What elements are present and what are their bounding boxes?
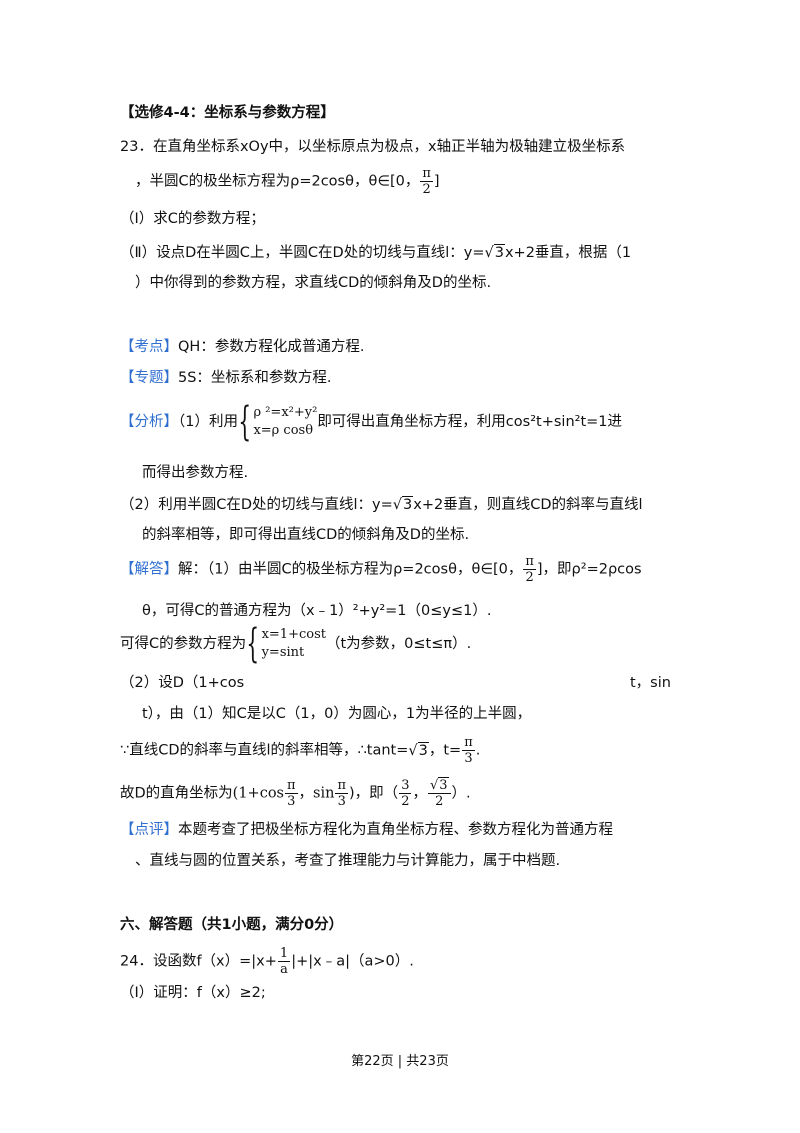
dianping-tag: 【点评】 <box>120 822 178 838</box>
jieda-line2: θ，可得C的普通方程为（x﹣1）²+y²=1（0≤y≤1）. <box>142 603 492 619</box>
q23-part2-line1: （Ⅱ）设点D在半圆C上，半圆C在D处的切线与直线l：y=√3x+2垂直，根据（1 <box>120 244 632 261</box>
fenxi-line3: （2）利用半圆C在D处的切线与直线l：y=√3x+2垂直，则直线CD的斜率与直线… <box>120 496 643 513</box>
q23-part1: （Ⅰ）求C的参数方程； <box>120 211 265 227</box>
jieda-line4a: （2）设D（1+cos <box>120 675 245 691</box>
zhuanti-tag: 【专题】 <box>120 370 178 386</box>
fenxi-line2: 而得出参数方程. <box>142 465 249 481</box>
q24-part1: （Ⅰ）证明：f（x）≥2; <box>120 985 266 1001</box>
section6-title: 六、解答题（共1小题，满分0分） <box>120 917 344 933</box>
sqrt-3: √3 <box>484 244 505 261</box>
sqrt-3: √3 <box>408 741 429 759</box>
jieda-tag: 【解答】 <box>120 561 178 578</box>
dianping-line1: 【点评】本题考查了把极坐标方程化为直角坐标方程、参数方程化为普通方程 <box>120 822 613 838</box>
q23-part2-line2: ）中你得到的参数方程，求直线CD的倾斜角及D的坐标. <box>135 275 492 291</box>
kaodian-line: 【考点】QH：参数方程化成普通方程. <box>120 339 365 355</box>
jieda-line4b: t，sin <box>630 675 671 691</box>
fenxi-tag: 【分析】 <box>120 414 178 430</box>
zhuanti-line: 【专题】5S：坐标系和参数方程. <box>120 370 332 386</box>
q23-line1: 23．在直角坐标系xOy中，以坐标原点为极点，x轴正半轴为极轴建立极坐标系 <box>120 139 626 155</box>
jieda-line5: t），由（1）知C是以C（1，0）为圆心，1为半径的上半圆， <box>142 706 532 722</box>
dianping-line2: 、直线与圆的位置关系，考查了推理能力与计算能力，属于中档题. <box>135 853 561 869</box>
sqrt-3: √3 <box>392 496 414 513</box>
page-footer: 第22页 | 共23页 <box>351 1054 449 1069</box>
q23-line2-text: ，半圆C的极坐标方程为ρ=2cosθ，θ∈[0， <box>135 173 420 190</box>
fenxi-line4: 的斜率相等，即可得出直线CD的倾斜角及D的坐标. <box>142 527 470 543</box>
kaodian-tag: 【考点】 <box>120 339 178 355</box>
section-title: 【选修4-4：坐标系与参数方程】 <box>120 105 335 121</box>
